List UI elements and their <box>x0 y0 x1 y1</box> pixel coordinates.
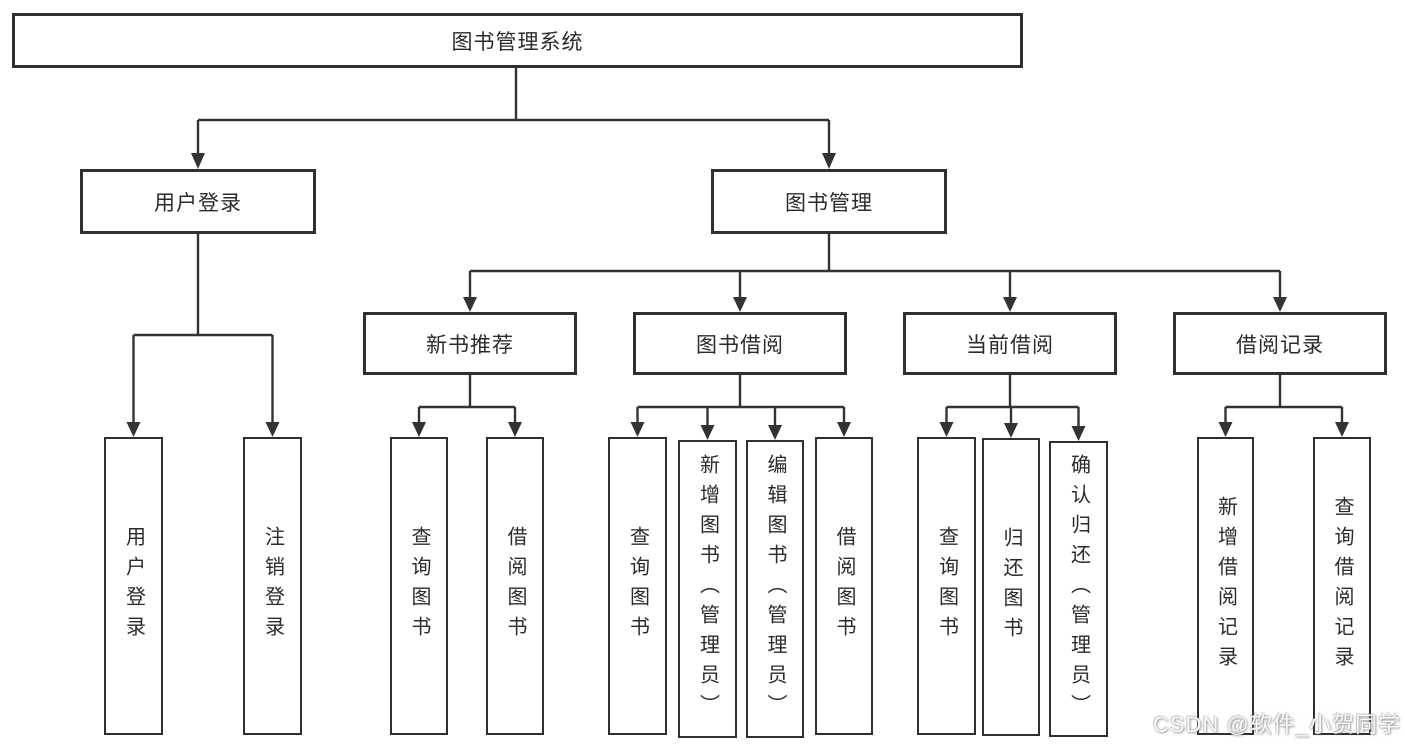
node-label: 查询图书 <box>935 526 958 646</box>
node-user-login: 用户登录 <box>80 169 316 234</box>
node-new-book-recommendation: 新书推荐 <box>363 312 577 375</box>
leaf-add-book-admin: 新增图书（管理员） <box>678 440 737 738</box>
leaf-search-books-recommendation: 查询图书 <box>390 437 448 735</box>
node-label: 查询借阅记录 <box>1331 496 1353 676</box>
node-label: 新增借阅记录 <box>1214 496 1237 676</box>
node-label: 用户登录 <box>154 191 242 215</box>
node-label: 编辑图书（管理员） <box>764 454 786 724</box>
leaf-search-borrowing-record: 查询借阅记录 <box>1313 437 1371 735</box>
leaf-edit-book-admin: 编辑图书（管理员） <box>746 440 804 738</box>
node-label: 图书管理 <box>785 191 873 215</box>
node-label: 确认归还（管理员） <box>1067 454 1090 724</box>
leaf-search-books-borrowing: 查询图书 <box>608 437 667 735</box>
node-current-borrowing: 当前借阅 <box>903 312 1117 375</box>
arrowhead-icons <box>126 153 1349 441</box>
node-book-borrowing: 图书借阅 <box>633 312 847 375</box>
node-label: 注销登录 <box>261 526 284 646</box>
leaf-borrow-books-recommendation: 借阅图书 <box>486 437 544 735</box>
node-library-management-system: 图书管理系统 <box>12 13 1023 68</box>
node-label: 新增图书（管理员） <box>696 454 719 724</box>
node-label: 借阅记录 <box>1236 333 1324 357</box>
leaf-add-borrowing-record: 新增借阅记录 <box>1197 437 1254 735</box>
node-label: 查询图书 <box>626 526 649 646</box>
node-label: 归还图书 <box>1000 527 1022 647</box>
leaf-user-login: 用户登录 <box>104 437 163 735</box>
node-book-management: 图书管理 <box>711 169 947 234</box>
node-label: 当前借阅 <box>966 333 1054 357</box>
node-label: 借阅图书 <box>504 526 526 646</box>
node-label: 新书推荐 <box>426 333 514 357</box>
node-label: 图书管理系统 <box>451 30 584 54</box>
node-borrowing-records: 借阅记录 <box>1173 312 1387 375</box>
leaf-search-books-current: 查询图书 <box>917 437 976 735</box>
node-label: 用户登录 <box>122 526 145 646</box>
csdn-watermark: CSDN @软件_小贺同学 <box>1152 712 1401 737</box>
leaf-confirm-return-admin: 确认归还（管理员） <box>1049 441 1108 737</box>
node-label: 借阅图书 <box>833 526 855 646</box>
node-label: 图书借阅 <box>696 333 784 357</box>
leaf-return-books: 归还图书 <box>982 438 1040 736</box>
node-label: 查询图书 <box>408 526 430 646</box>
leaf-borrow-books-borrowing: 借阅图书 <box>815 437 873 735</box>
leaf-logout-login: 注销登录 <box>243 437 302 735</box>
